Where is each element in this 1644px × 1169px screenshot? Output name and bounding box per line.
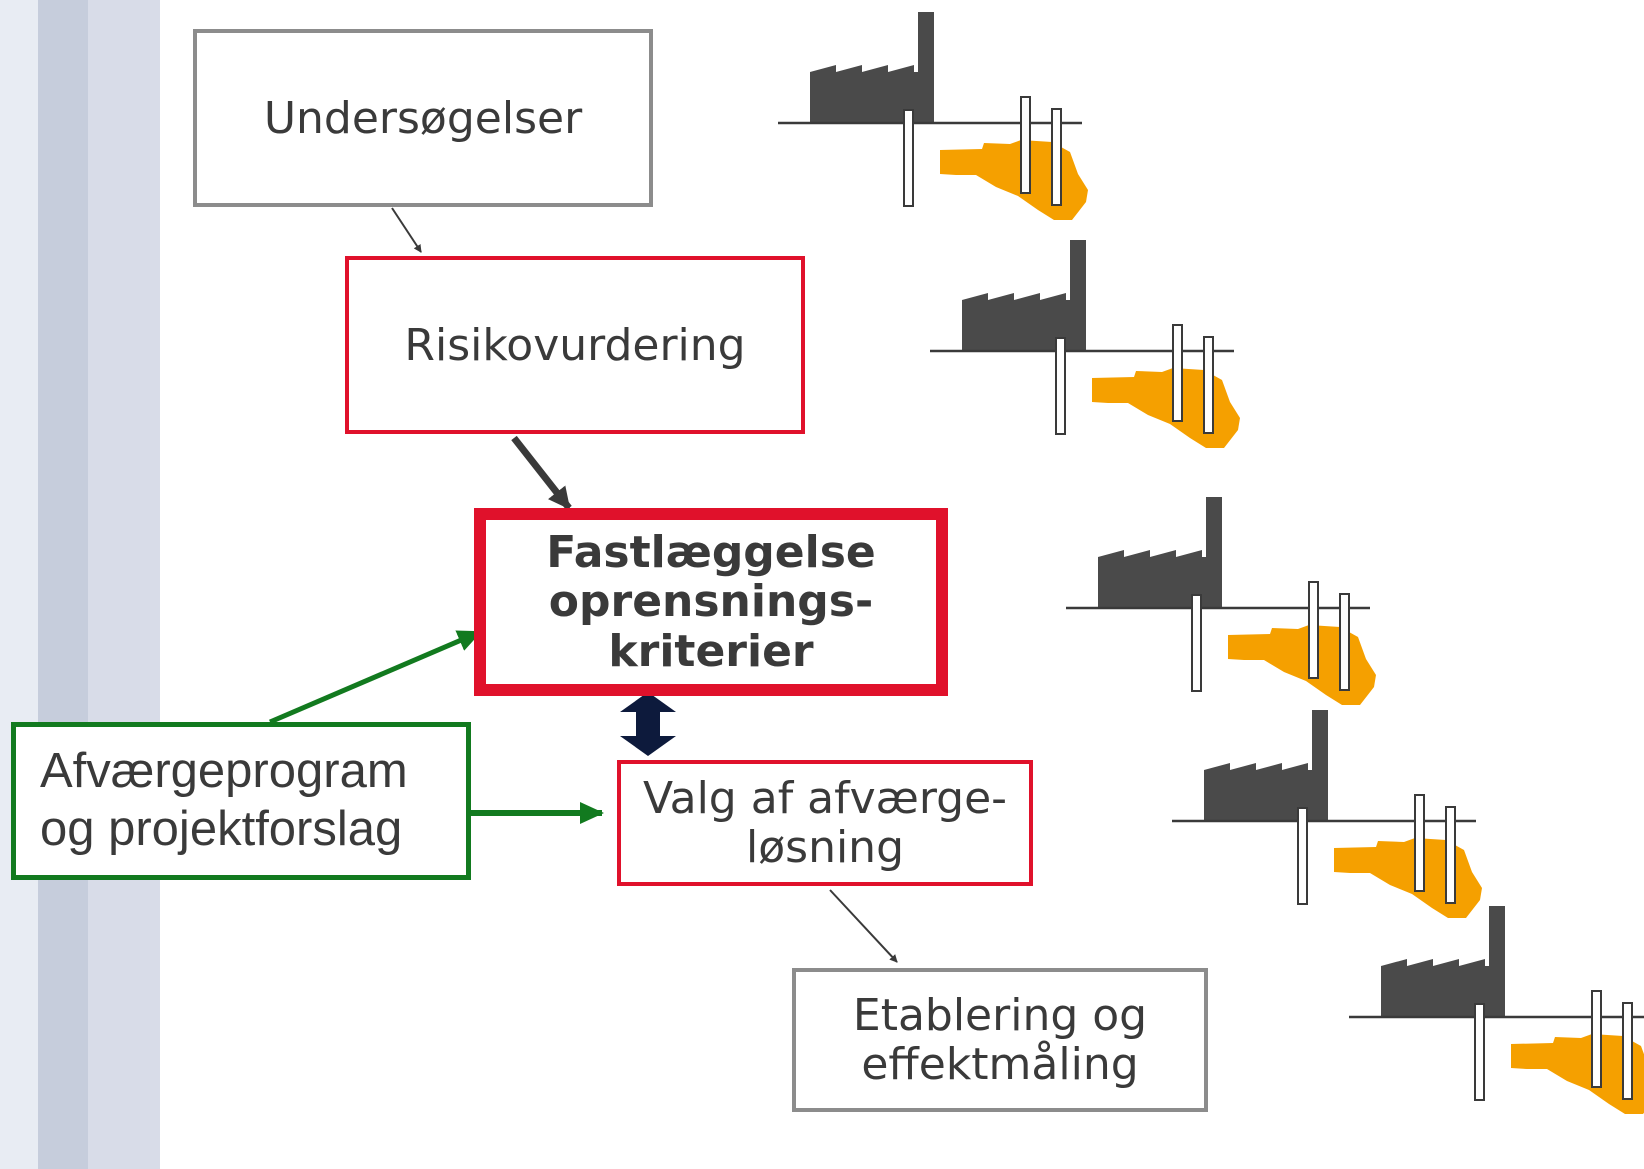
contamination-plume-icon bbox=[1511, 1034, 1644, 1114]
site-illustration-5 bbox=[1349, 906, 1644, 1114]
step-investigations: Undersøgelser bbox=[193, 29, 653, 207]
contamination-plume-icon bbox=[940, 140, 1088, 220]
monitoring-well-icon bbox=[1203, 336, 1214, 434]
site-illustration-2 bbox=[930, 240, 1240, 448]
program-label: Afværgeprogram og projektforslag bbox=[40, 744, 408, 856]
monitoring-well-icon bbox=[1474, 1003, 1485, 1101]
sidebar-stripe-dark bbox=[38, 0, 88, 1169]
step-solution-label: Valg af afværge- løsning bbox=[642, 772, 1008, 873]
monitoring-well-icon bbox=[1191, 594, 1202, 692]
step-investigations-label: Undersøgelser bbox=[263, 92, 583, 144]
factory-icon bbox=[1381, 906, 1505, 1016]
factory-icon bbox=[810, 12, 934, 122]
step-risk-assessment-label: Risikovurdering bbox=[404, 319, 746, 371]
arrow-solution-to-establishment bbox=[829, 889, 898, 963]
contamination-plume-icon bbox=[1228, 625, 1376, 705]
step-risk-assessment: Risikovurdering bbox=[345, 256, 805, 434]
monitoring-well-icon bbox=[1445, 806, 1456, 904]
sidebar-stripe-light bbox=[0, 0, 38, 1169]
site-illustrations bbox=[778, 12, 1644, 1114]
contamination-plume-icon bbox=[1092, 368, 1240, 448]
double-arrow-criteria-solution bbox=[620, 692, 676, 756]
monitoring-well-icon bbox=[1172, 324, 1183, 422]
arrow-investigations-to-risk bbox=[391, 207, 422, 253]
factory-icon bbox=[1098, 497, 1222, 607]
factory-icon bbox=[1204, 710, 1328, 820]
step-establishment-label: Etablering og effektmåling bbox=[852, 989, 1148, 1090]
site-illustration-3 bbox=[1066, 497, 1376, 705]
contamination-plume-icon bbox=[1334, 838, 1482, 918]
arrow-program-to-criteria bbox=[269, 629, 482, 725]
program-box: Afværgeprogram og projektforslag bbox=[11, 722, 471, 880]
step-solution: Valg af afværge- løsning bbox=[617, 760, 1033, 886]
monitoring-well-icon bbox=[1622, 1002, 1633, 1100]
monitoring-well-icon bbox=[1020, 96, 1031, 194]
sidebar-stripe-mid bbox=[88, 0, 160, 1169]
monitoring-well-icon bbox=[903, 109, 914, 207]
factory-icon bbox=[962, 240, 1086, 350]
monitoring-well-icon bbox=[1297, 807, 1308, 905]
site-illustration-1 bbox=[778, 12, 1088, 220]
monitoring-well-icon bbox=[1308, 581, 1319, 679]
monitoring-well-icon bbox=[1339, 593, 1350, 691]
step-criteria: Fastlæggelse oprensnings- kriterier bbox=[474, 508, 948, 696]
step-establishment: Etablering og effektmåling bbox=[792, 968, 1208, 1112]
monitoring-well-icon bbox=[1055, 337, 1066, 435]
monitoring-well-icon bbox=[1051, 108, 1062, 206]
step-criteria-label: Fastlæggelse oprensnings- kriterier bbox=[546, 527, 876, 677]
monitoring-well-icon bbox=[1591, 990, 1602, 1088]
site-illustration-4 bbox=[1172, 710, 1482, 918]
arrow-risk-to-criteria bbox=[511, 435, 572, 511]
monitoring-well-icon bbox=[1414, 794, 1425, 892]
